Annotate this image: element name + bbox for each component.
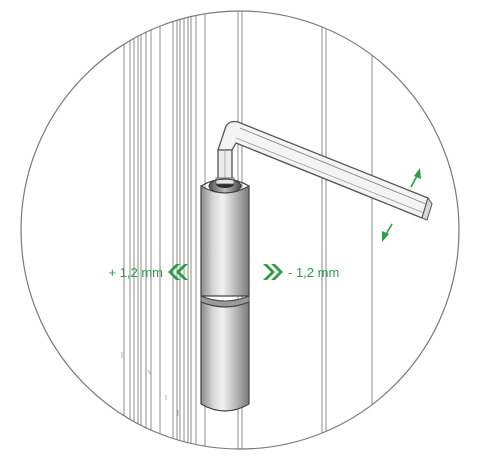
double-chevron-right-icon (263, 264, 283, 280)
adjust-plus-label: + 1,2 mm (108, 265, 163, 280)
diagonal-arrow-icon (382, 168, 421, 242)
double-chevron-left-icon (168, 264, 188, 280)
hinge-cylinder (200, 177, 250, 412)
detail-circle (20, 10, 460, 450)
adjust-minus-label: - 1,2 mm (288, 265, 339, 280)
